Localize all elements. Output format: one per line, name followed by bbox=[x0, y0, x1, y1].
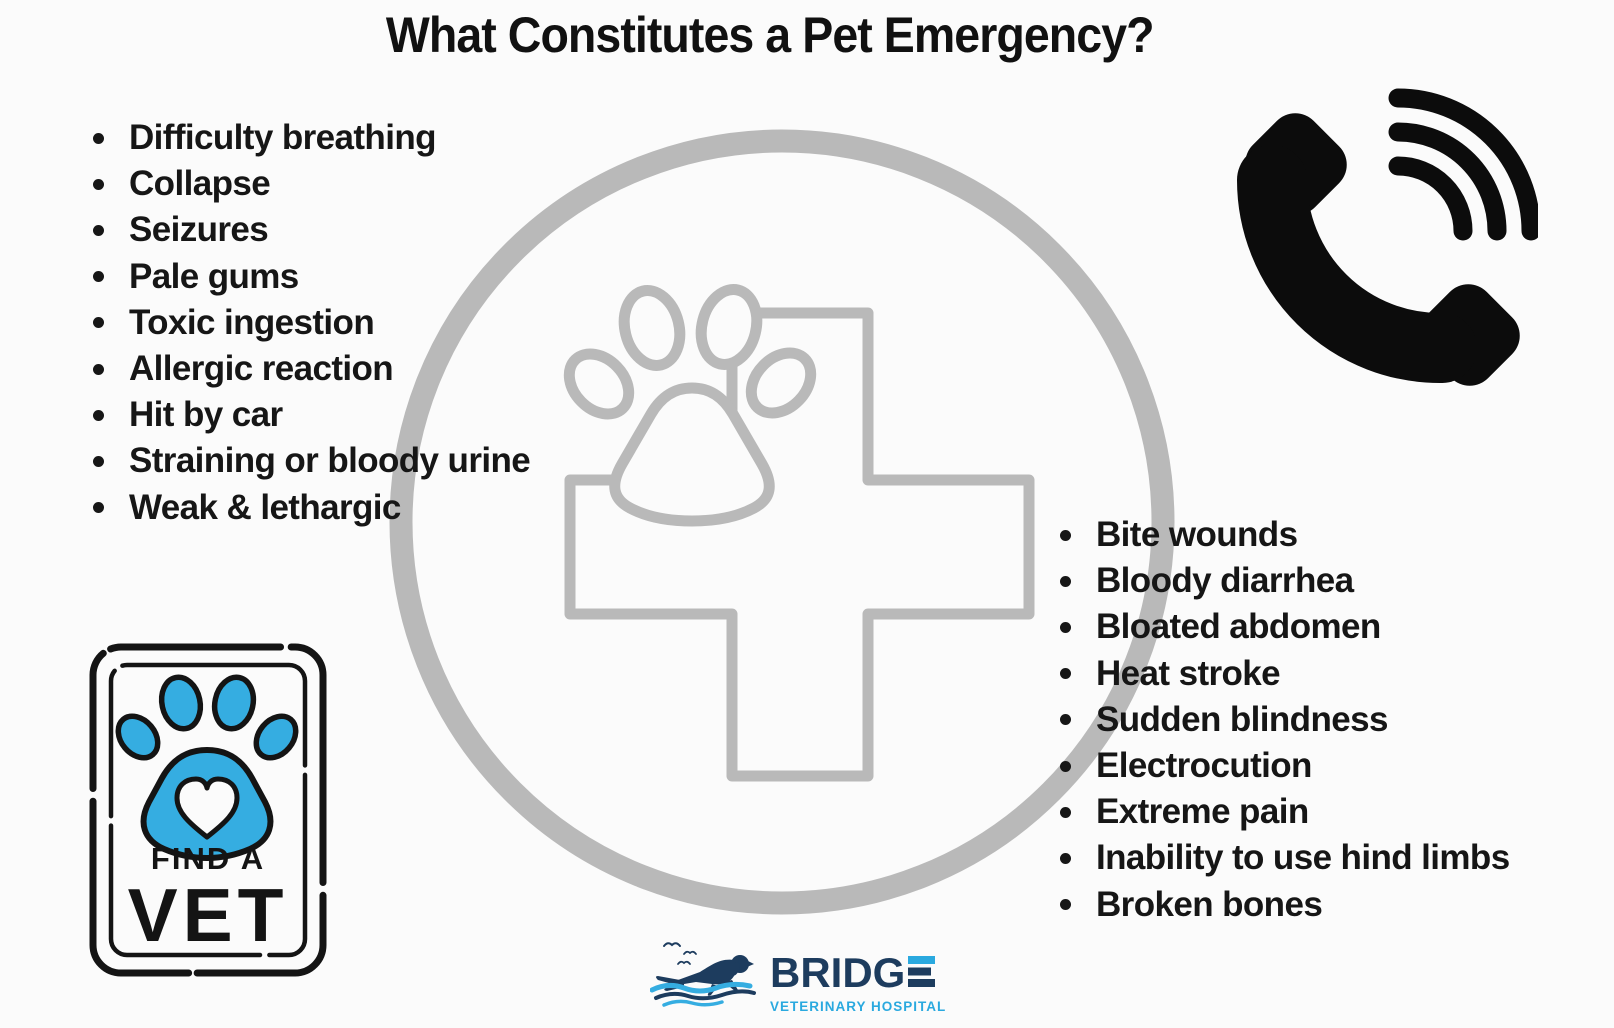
bullet-icon bbox=[93, 363, 104, 375]
list-item-label: Hit by car bbox=[129, 395, 283, 435]
bullet-icon bbox=[1060, 760, 1071, 772]
bullet-icon bbox=[93, 132, 104, 144]
bullet-icon bbox=[93, 317, 104, 329]
list-item: Extreme pain bbox=[1060, 789, 1510, 835]
logo-subtitle: VETERINARY HOSPITAL bbox=[770, 999, 947, 1014]
bullet-icon bbox=[1060, 529, 1071, 541]
list-item: Toxic ingestion bbox=[93, 300, 530, 346]
badge-outer-border bbox=[89, 643, 327, 977]
list-item: Bite wounds bbox=[1060, 512, 1510, 558]
phone-signal-waves bbox=[1388, 88, 1538, 241]
bullet-icon bbox=[93, 178, 104, 190]
list-item-label: Sudden blindness bbox=[1096, 699, 1388, 739]
list-item: Bloated abdomen bbox=[1060, 604, 1510, 650]
logo-letter-e-icon bbox=[908, 956, 936, 987]
list-item-label: Weak & lethargic bbox=[129, 487, 401, 527]
list-item-label: Collapse bbox=[129, 164, 271, 204]
list-item-label: Toxic ingestion bbox=[129, 302, 375, 342]
list-item: Sudden blindness bbox=[1060, 697, 1510, 743]
list-item-label: Bloated abdomen bbox=[1096, 607, 1381, 647]
badge-text-find-a: FIND A bbox=[150, 841, 266, 876]
dog-over-waves-icon bbox=[650, 942, 756, 1007]
list-item-label: Pale gums bbox=[129, 256, 299, 296]
list-item: Difficulty breathing bbox=[93, 115, 530, 161]
circle-outline bbox=[389, 129, 1175, 915]
list-item-label: Bite wounds bbox=[1096, 515, 1298, 555]
bullet-icon bbox=[1060, 668, 1071, 680]
birds-icon bbox=[663, 942, 697, 965]
list-item: Collapse bbox=[93, 161, 530, 207]
badge-inner-border bbox=[108, 662, 308, 958]
page-title: What Constitutes a Pet Emergency? bbox=[0, 6, 1540, 64]
bullet-icon bbox=[93, 502, 104, 514]
bridge-veterinary-hospital-logo: BRIDG VETERINARY HOSPITAL bbox=[650, 938, 946, 1014]
paw-heart-icon bbox=[89, 643, 327, 977]
bullet-icon bbox=[1060, 714, 1071, 726]
phone-call-icon bbox=[1237, 88, 1538, 386]
list-item-label: Broken bones bbox=[1096, 884, 1323, 924]
list-item-label: Heat stroke bbox=[1096, 653, 1281, 693]
medical-cross-icon bbox=[564, 307, 1035, 782]
waves-icon bbox=[650, 981, 756, 1007]
list-item-label: Bloody diarrhea bbox=[1096, 561, 1354, 601]
emergency-list-right: Bite wounds Bloody diarrhea Bloated abdo… bbox=[1060, 512, 1510, 928]
list-item-label: Straining or bloody urine bbox=[129, 441, 531, 481]
list-item: Pale gums bbox=[93, 254, 530, 300]
list-item: Allergic reaction bbox=[93, 346, 530, 392]
logo-text-block: BRIDG VETERINARY HOSPITAL bbox=[770, 952, 947, 1015]
list-item-label: Extreme pain bbox=[1096, 792, 1309, 832]
list-item: Weak & lethargic bbox=[93, 485, 530, 531]
list-item-label: Allergic reaction bbox=[129, 349, 394, 389]
find-a-vet-badge: FIND A VET bbox=[86, 640, 330, 980]
list-item-label: Electrocution bbox=[1096, 746, 1312, 786]
list-item: Broken bones bbox=[1060, 882, 1510, 928]
heart-icon bbox=[174, 776, 240, 840]
badge-text-vet: VET bbox=[127, 873, 289, 957]
bullet-icon bbox=[1060, 852, 1071, 864]
logo-brand-text: BRIDG bbox=[770, 949, 906, 996]
list-item: Heat stroke bbox=[1060, 651, 1510, 697]
list-item-label: Seizures bbox=[129, 210, 269, 250]
bullet-icon bbox=[1060, 899, 1071, 911]
badge-paw-toes bbox=[115, 674, 299, 761]
bullet-icon bbox=[93, 455, 104, 467]
emergency-list-left: Difficulty breathing Collapse Seizures P… bbox=[93, 115, 531, 531]
list-item: Bloody diarrhea bbox=[1060, 558, 1510, 604]
bullet-icon bbox=[1060, 575, 1071, 587]
logo-brand-row: BRIDG bbox=[770, 952, 946, 994]
bullet-icon bbox=[93, 409, 104, 421]
phone-handset bbox=[1237, 113, 1520, 386]
bullet-icon bbox=[1060, 806, 1071, 818]
list-item: Straining or bloody urine bbox=[93, 438, 531, 484]
list-item: Seizures bbox=[93, 207, 530, 253]
list-item: Inability to use hind limbs bbox=[1060, 835, 1510, 881]
bullet-icon bbox=[93, 271, 104, 283]
bullet-icon bbox=[1060, 621, 1071, 633]
list-item-label: Inability to use hind limbs bbox=[1096, 838, 1510, 878]
list-item: Electrocution bbox=[1060, 743, 1510, 789]
paw-print-icon bbox=[563, 284, 817, 527]
list-item: Hit by car bbox=[93, 392, 530, 438]
list-item-label: Difficulty breathing bbox=[129, 118, 437, 158]
page-title-text: What Constitutes a Pet Emergency? bbox=[386, 7, 1155, 63]
bullet-icon bbox=[93, 224, 104, 236]
